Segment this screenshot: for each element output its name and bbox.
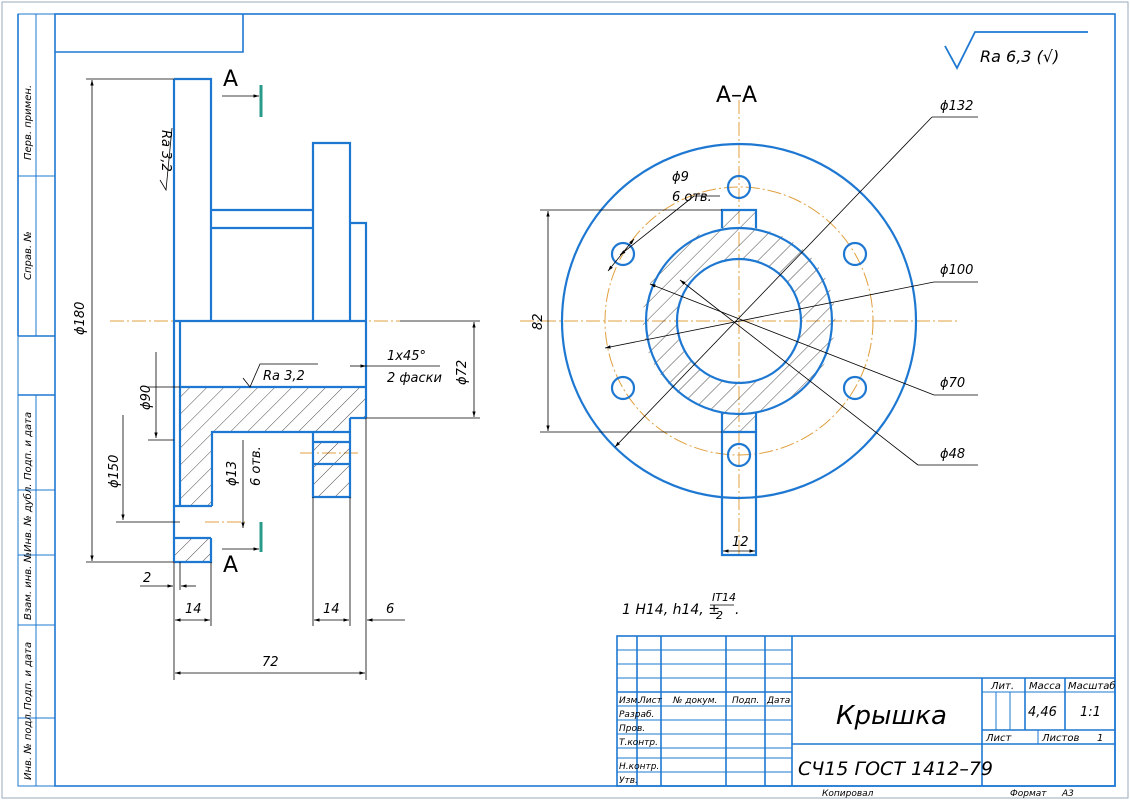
dim-w14a: 14 <box>185 602 202 617</box>
section-view: А–А ϕ9 6 отв. ϕ132 ϕ100 <box>520 83 978 557</box>
side-label-inv: Инв. № подл. <box>23 711 34 780</box>
tolerance-note: 1 H14, h14, ± IT14 2 . <box>622 591 739 622</box>
section-label: А–А <box>716 83 757 108</box>
side-label-podp2: Подп. и дата <box>23 642 34 710</box>
svg-text:2: 2 <box>716 609 723 622</box>
dim-w72: 72 <box>262 655 279 670</box>
dim-chamfer2: 2 фаски <box>387 371 442 386</box>
side-label-sprav: Справ. № <box>23 231 34 280</box>
svg-text:1 H14, h14, ±: 1 H14, h14, ± <box>622 602 720 618</box>
tb-header-podp: Подп. <box>732 696 759 706</box>
tb-format: Формат <box>1010 789 1047 799</box>
tb-row-tkontr: Т.контр. <box>619 738 658 748</box>
svg-text:IT14: IT14 <box>712 591 736 604</box>
tb-row-razrab: Разраб. <box>619 710 654 720</box>
dim-w12: 12 <box>732 535 749 550</box>
tb-copied: Копировал <box>822 789 874 799</box>
side-label-vzam: Взам. инв. № <box>23 552 34 620</box>
dim-w14b: 14 <box>323 602 340 617</box>
side-stamp: Перв. примен. Справ. № Подп. и дата Инв.… <box>17 13 56 787</box>
side-label-podp1: Подп. и дата <box>23 412 34 480</box>
svg-text:Ra 3,2: Ra 3,2 <box>158 130 173 172</box>
tb-mass: Масса <box>1029 681 1061 692</box>
tb-header-date: Дата <box>766 696 790 706</box>
tb-row-utv: Утв. <box>619 776 638 786</box>
top-left-box <box>55 14 244 53</box>
tb-row-prov: Пров. <box>619 724 645 734</box>
svg-text:.: . <box>735 602 739 618</box>
dim-h82: 82 <box>531 313 546 330</box>
tb-lit: Лит. <box>990 681 1014 692</box>
side-label-perv: Перв. примен. <box>23 85 34 160</box>
cut-letter-bottom: А <box>223 553 238 578</box>
tb-sheets-value: 1 <box>1097 733 1103 744</box>
tb-row-nkontr: Н.контр. <box>619 762 659 772</box>
dim-d48: ϕ48 <box>940 447 965 462</box>
tb-sheets: Листов <box>1041 733 1079 744</box>
dim-d90: ϕ90 <box>139 385 154 410</box>
cut-letter-top: А <box>223 67 238 92</box>
tb-header-doc: № докум. <box>672 696 717 706</box>
tb-sheet: Лист <box>985 733 1013 744</box>
tb-mass-value: 4,46 <box>1028 705 1057 720</box>
dim-d180: ϕ180 <box>73 302 88 335</box>
dim-d150: ϕ150 <box>107 455 122 488</box>
tb-title: Крышка <box>836 701 947 731</box>
dim-w6: 6 <box>386 602 394 617</box>
dim-d70: ϕ70 <box>940 376 965 391</box>
tb-header-list: Лист <box>638 696 663 706</box>
svg-text:Ra 6,3 (√): Ra 6,3 (√) <box>980 47 1059 66</box>
dim-chamfer: 1x45° <box>387 349 426 364</box>
dim-d13: ϕ13 <box>225 461 240 486</box>
tb-scale-value: 1:1 <box>1080 705 1101 720</box>
dim-holes13: 6 отв. <box>249 446 264 486</box>
tb-format-value: А3 <box>1061 789 1074 799</box>
tb-material: СЧ15 ГОСТ 1412–79 <box>798 758 993 780</box>
dim-d9: ϕ9 <box>672 170 689 185</box>
title-block: Изм. Лист № докум. Подп. Дата Разраб. Пр… <box>616 635 1116 799</box>
dim-d132: ϕ132 <box>940 99 973 114</box>
dim-d100: ϕ100 <box>940 263 973 278</box>
tb-scale: Масштаб <box>1068 680 1116 692</box>
tb-header-izm: Изм. <box>619 696 640 706</box>
dim-d72: ϕ72 <box>455 360 470 385</box>
svg-text:Ra 3,2: Ra 3,2 <box>263 369 305 384</box>
dim-holes9: 6 отв. <box>672 190 712 205</box>
dim-w2: 2 <box>143 571 151 586</box>
side-view: А А Ra 3,2 Ra 3,2 ϕ180 ϕ90 ϕ150 ϕ13 6 от… <box>73 67 480 680</box>
roughness-general: Ra 6,3 (√) <box>944 31 1088 70</box>
side-label-dubl: Инв. № дубл. <box>22 484 34 552</box>
